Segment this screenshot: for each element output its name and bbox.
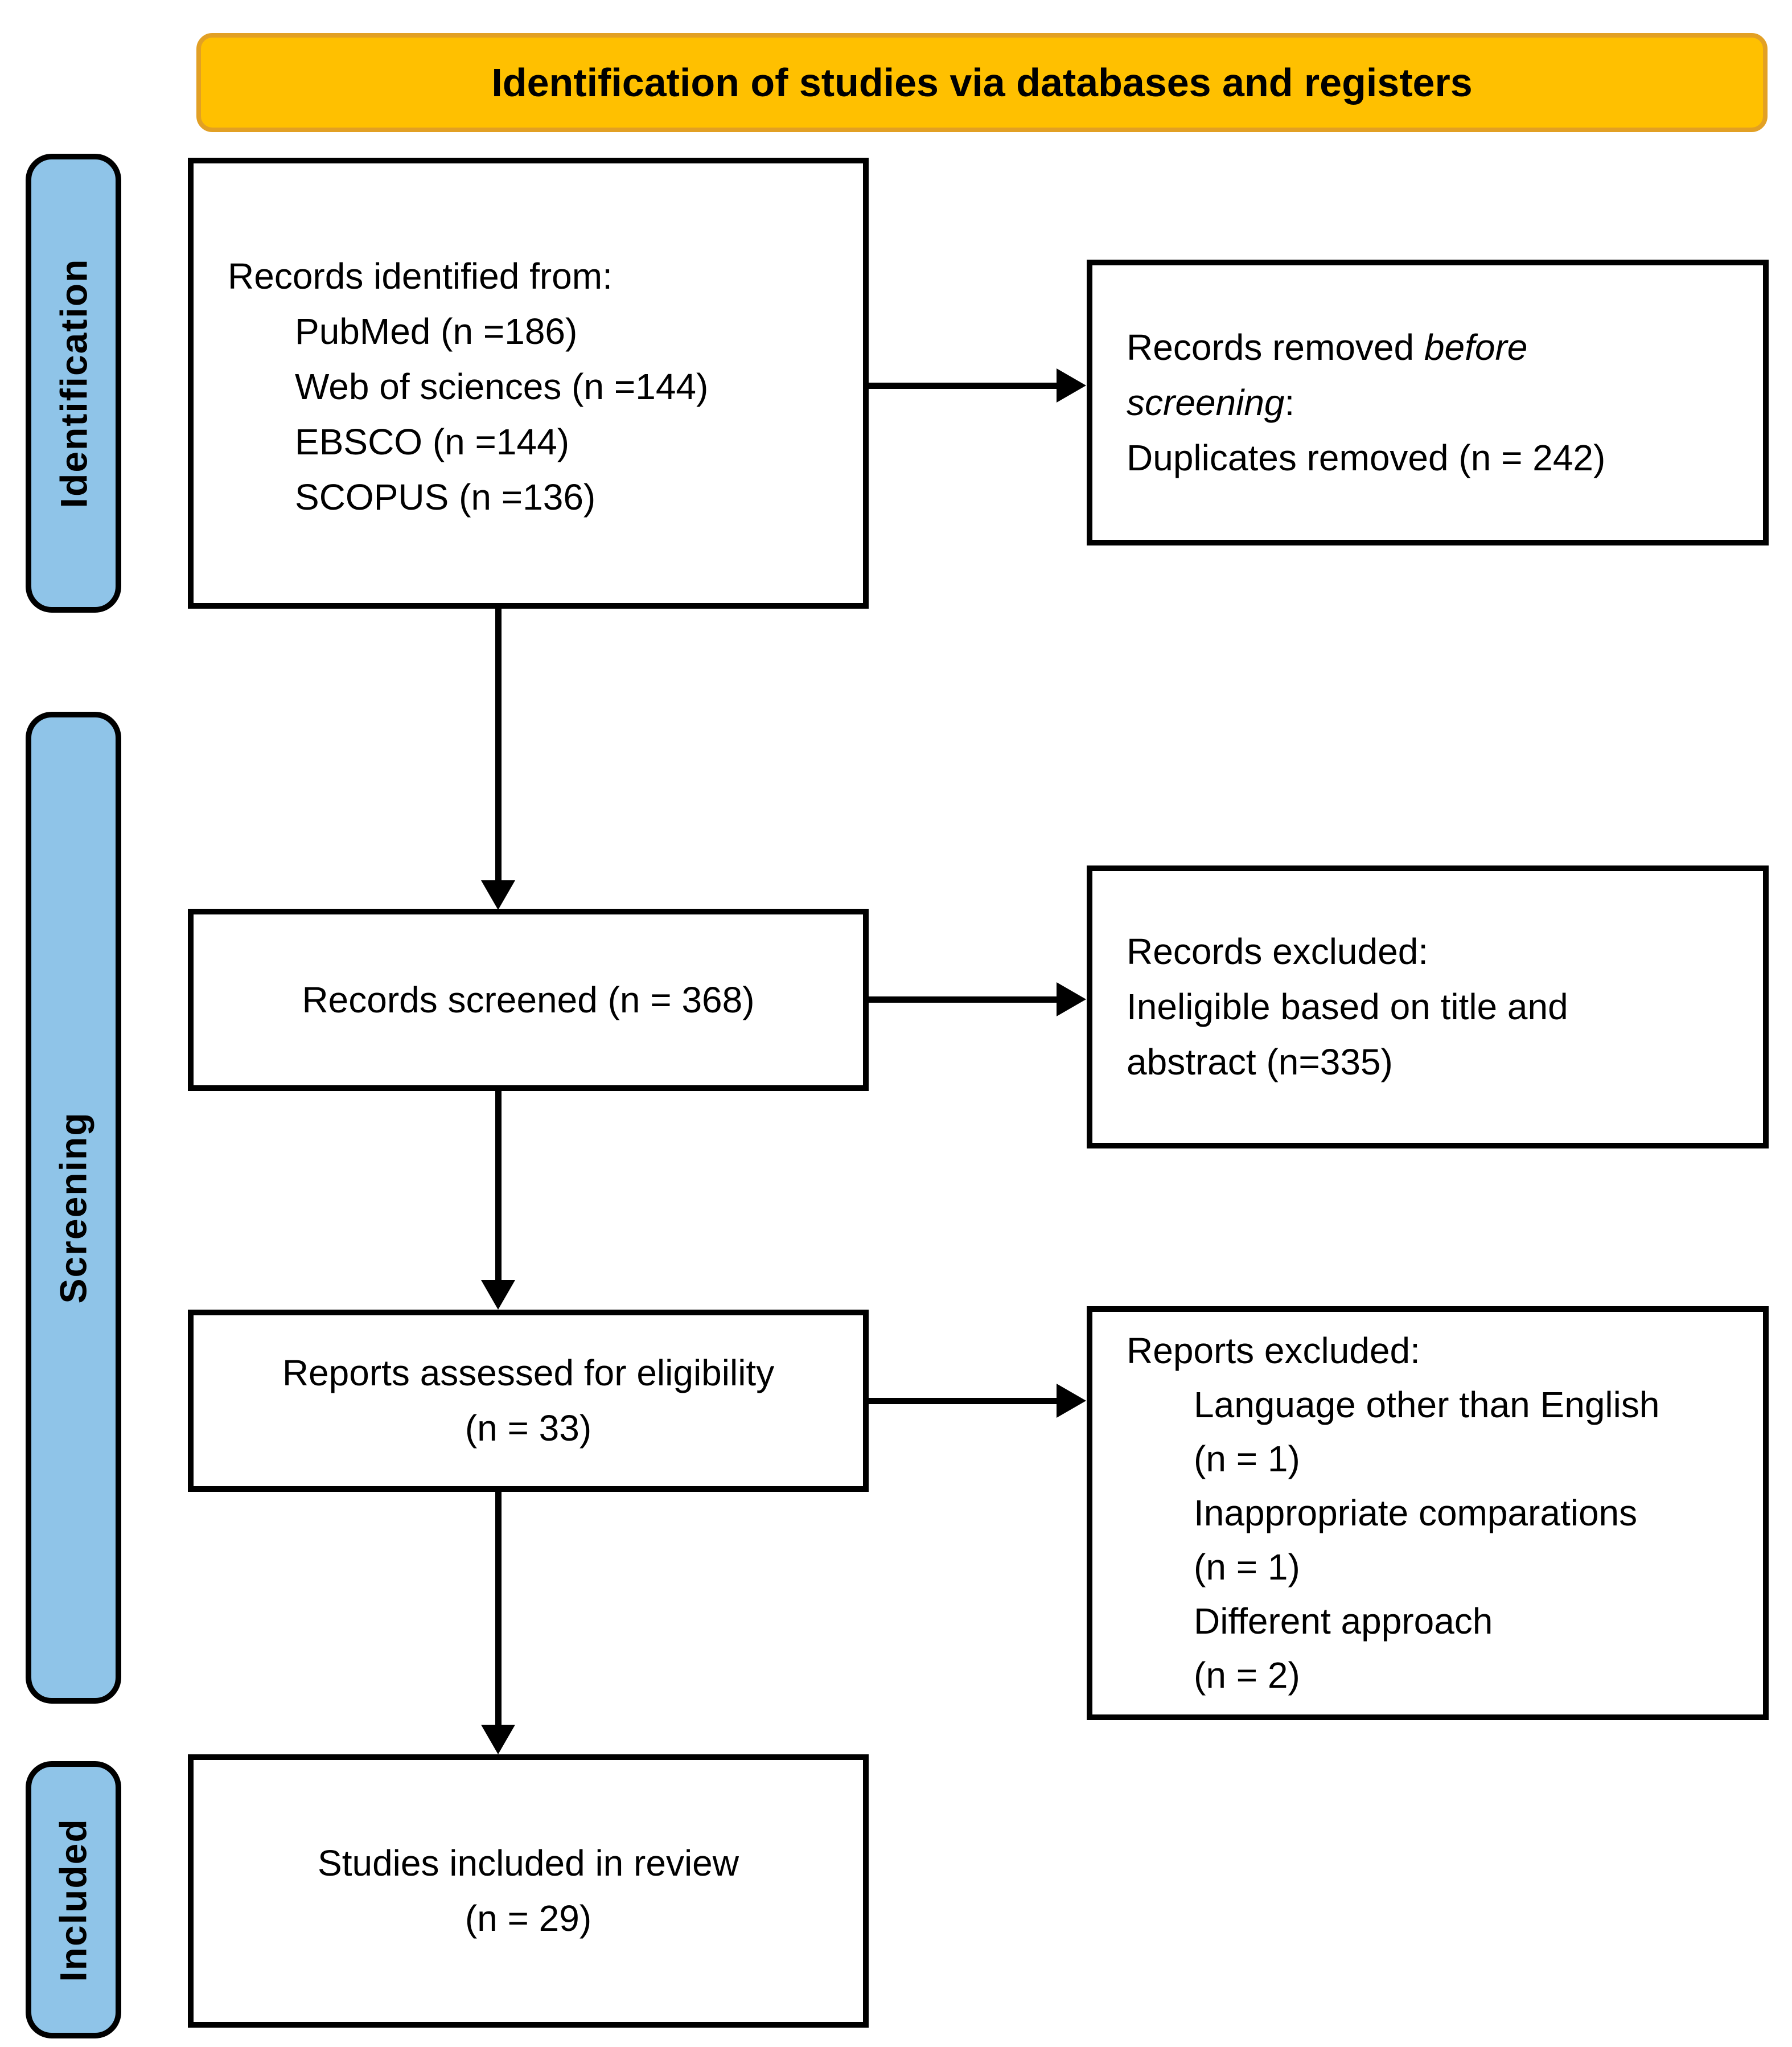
box-reports-excluded: Reports excluded: Language other than En… [1087,1306,1769,1720]
records-removed-line1-normal: Records removed [1127,326,1424,368]
box-reports-assessed: Reports assessed for eligibility (n = 33… [188,1310,869,1492]
reports-excluded-item-approach: Different approach [1194,1601,1493,1642]
box-studies-included: Studies included in review (n = 29) [188,1754,869,2028]
reports-excluded-item-approach-n: (n = 2) [1194,1655,1300,1696]
reports-assessed-line-2: (n = 33) [465,1408,592,1449]
records-removed-line1-italic: before [1424,326,1528,368]
records-identified-item-scopus: SCOPUS (n =136) [295,477,596,518]
box-records-screened: Records screened (n = 368) [188,909,869,1091]
arrow-identified-to-screened-head [481,880,515,910]
records-removed-line2-italic: screening [1127,381,1285,423]
records-removed-line-1: Records removed before [1127,320,1740,375]
records-identified-item-pubmed: PubMed (n =186) [295,311,578,352]
records-removed-line-3: Duplicates removed (n = 242) [1127,437,1606,478]
records-removed-line-2: screening: [1127,375,1740,430]
arrow-identified-to-removed-shaft [869,383,1058,389]
arrow-screened-to-assessed-shaft [495,1091,502,1282]
stage-label-screening: Screening [26,712,121,1704]
reports-assessed-line-1: Reports assessed for eligibility [282,1352,775,1393]
reports-excluded-item-comparations: Inappropriate comparations [1194,1492,1638,1533]
records-identified-item-ebsco: EBSCO (n =144) [295,421,569,462]
arrow-assessed-to-included-head [481,1725,515,1754]
arrow-screened-to-assessed-head [481,1280,515,1310]
records-excluded-line-3: abstract (n=335) [1127,1041,1393,1082]
records-removed-line2-normal: : [1284,381,1295,423]
box-records-identified: Records identified from: PubMed (n =186)… [188,158,869,609]
studies-included-line-2: (n = 29) [465,1898,592,1939]
records-identified-item-web-of-sciences: Web of sciences (n =144) [295,366,709,407]
box-records-removed-before-screening: Records removed before screening: Duplic… [1087,260,1769,545]
records-screened-text: Records screened (n = 368) [302,979,755,1020]
reports-excluded-item-comparations-n: (n = 1) [1194,1546,1300,1587]
records-excluded-line-2: Ineligible based on title and [1127,986,1568,1027]
stage-label-screening-text: Screening [52,1111,95,1304]
records-identified-heading: Records identified from: [228,256,613,297]
arrow-assessed-to-reports-excluded-head [1057,1384,1086,1418]
banner-title: Identification of studies via databases … [491,60,1473,105]
arrow-identified-to-screened-shaft [495,609,502,883]
studies-included-line-1: Studies included in review [318,1843,739,1884]
stage-label-identification-text: Identification [52,258,95,508]
arrow-screened-to-excluded-shaft [869,996,1058,1003]
reports-excluded-heading: Reports excluded: [1127,1330,1420,1371]
arrow-screened-to-excluded-head [1057,982,1086,1016]
box-records-excluded: Records excluded: Ineligible based on ti… [1087,865,1769,1148]
reports-excluded-item-language: Language other than English [1194,1384,1660,1425]
banner-identification-via-databases: Identification of studies via databases … [196,33,1768,132]
arrow-assessed-to-included-shaft [495,1492,502,1727]
records-excluded-line-1: Records excluded: [1127,931,1429,972]
stage-label-included: Included [26,1761,121,2038]
stage-label-identification: Identification [26,154,121,613]
arrow-identified-to-removed-head [1057,368,1086,403]
arrow-assessed-to-reports-excluded-shaft [869,1398,1058,1404]
stage-label-included-text: Included [52,1818,95,1982]
reports-excluded-item-language-n: (n = 1) [1194,1438,1300,1479]
